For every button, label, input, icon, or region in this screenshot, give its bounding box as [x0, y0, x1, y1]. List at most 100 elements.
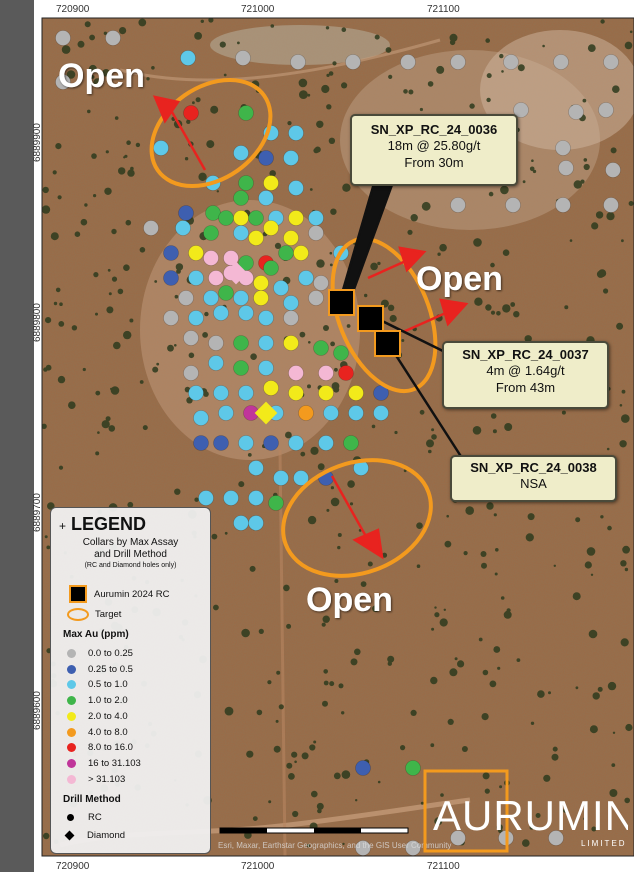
collar-rc-symbol	[355, 760, 371, 776]
collar-rc-symbol	[208, 270, 224, 286]
rc-hole-0036	[328, 289, 355, 316]
legend-class-label: 0.5 to 1.0	[88, 679, 128, 691]
collar-rc-symbol	[263, 220, 279, 236]
collar-rc-symbol	[298, 405, 314, 421]
arrow-ne	[367, 258, 409, 280]
collar-rc-symbol	[203, 290, 219, 306]
top-easting-label: 721000	[241, 4, 275, 15]
legend-class-row: 1.0 to 2.0	[67, 695, 128, 706]
collar-rc-symbol	[213, 305, 229, 321]
collar-rc-symbol	[263, 175, 279, 191]
collar-rc-symbol	[400, 54, 416, 70]
collar-rc-symbol	[348, 385, 364, 401]
collar-rc-symbol	[163, 310, 179, 326]
map-legend: + LEGEND Collars by Max Assay and Drill …	[50, 507, 211, 854]
collar-rc-symbol	[258, 190, 274, 206]
collar-diamond-symbol	[254, 401, 278, 425]
color-dot-icon	[67, 664, 76, 674]
collar-rc-symbol	[238, 435, 254, 451]
legend-aurumin-rc: Aurumin 2024 RC	[69, 585, 170, 603]
collar-rc-symbol	[178, 290, 194, 306]
collar-rc-symbol	[298, 270, 314, 286]
bottom-easting-label: 721000	[241, 861, 275, 872]
collar-rc-symbol	[218, 285, 234, 301]
collar-rc-symbol	[288, 210, 304, 226]
color-dot-icon	[67, 758, 76, 768]
collar-rc-symbol	[313, 275, 329, 291]
legend-subtitle-note: (RC and Diamond holes only)	[84, 562, 177, 569]
legend-class-row: 16 to 31.103	[67, 758, 141, 769]
legend-target: Target	[67, 608, 121, 621]
color-dot-icon	[67, 711, 76, 721]
collar-rc-symbol	[193, 435, 209, 451]
collar-rc-symbol	[253, 275, 269, 291]
arrow-head-icon	[439, 298, 469, 327]
callout-line: 18m @ 25.80g/t	[387, 138, 481, 154]
target-ellipse-nw	[149, 77, 273, 189]
callout-line: NSA	[520, 476, 547, 492]
collar-rc-symbol	[238, 105, 254, 121]
collar-rc-symbol	[203, 250, 219, 266]
collar-rc-symbol	[553, 54, 569, 70]
map-attribution: Esri, Maxar, Earthstar Geographics, and …	[218, 841, 451, 850]
arrow-e	[402, 310, 449, 334]
legend-drill-header: Drill Method	[63, 794, 121, 805]
collar-rc-symbol	[233, 515, 249, 531]
collar-rc-symbol	[313, 340, 329, 356]
legend-class-label: 4.0 to 8.0	[88, 726, 128, 738]
aurumin-logo: AURUMIN LIMITED	[423, 768, 634, 854]
collar-rc-symbol	[233, 290, 249, 306]
left-frame-strip	[0, 0, 34, 872]
open-label-nw: Open	[58, 57, 145, 95]
open-arrows	[152, 95, 469, 560]
targets	[149, 77, 438, 578]
callout-title: SN_XP_RC_24_0037	[462, 347, 589, 362]
color-dot-icon	[67, 696, 76, 706]
collar-rc-symbol	[263, 380, 279, 396]
collar-rc-symbol	[248, 515, 264, 531]
collar-rc-symbol	[288, 435, 304, 451]
collar-rc-symbol	[555, 197, 571, 213]
callout-hole-0036: SN_XP_RC_24_0036 18m @ 25.80g/t From 30m	[350, 114, 518, 186]
color-dot-icon	[67, 649, 76, 658]
color-dot-icon	[67, 680, 76, 690]
collar-rc-symbol	[163, 270, 179, 286]
leader-0038	[386, 342, 464, 459]
collar-rc-symbol	[233, 210, 249, 226]
collar-rc-symbol	[283, 310, 299, 326]
collar-rc-symbol	[193, 410, 209, 426]
collar-rc-symbol	[405, 760, 421, 776]
collar-rc-symbol	[55, 74, 71, 90]
collar-rc-symbol	[213, 385, 229, 401]
callout-line: From 30m	[404, 154, 464, 170]
collar-rc-symbol	[293, 470, 309, 486]
collar-rc-symbol	[218, 210, 234, 226]
collar-rc-symbol	[235, 50, 251, 66]
collar-rc-symbol	[248, 460, 264, 476]
collar-rc-symbol	[273, 470, 289, 486]
collar-rc-symbol	[188, 310, 204, 326]
leader-0037	[371, 314, 446, 354]
collar-rc-symbol	[283, 150, 299, 166]
arrow-nw	[166, 104, 207, 171]
collar-rc-symbol	[263, 435, 279, 451]
collar-rc-symbol	[248, 230, 264, 246]
collar-rc-symbol	[223, 490, 239, 506]
arrow-head-icon	[152, 95, 181, 124]
legend-class-row: 2.0 to 4.0	[67, 711, 128, 722]
collar-rc-symbol	[288, 365, 304, 381]
legend-class-label: 8.0 to 16.0	[88, 742, 133, 754]
legend-rc: RC	[67, 812, 102, 823]
legend-class-row: 8.0 to 16.0	[67, 742, 133, 753]
scale-bar	[219, 827, 409, 834]
legend-class-label: 0.0 to 0.25	[88, 648, 133, 659]
collar-rc-symbol	[333, 345, 349, 361]
collar-rc-symbol	[555, 140, 571, 156]
collar-rc-symbol	[188, 245, 204, 261]
target-ellipse-south	[281, 458, 433, 578]
collar-rc-symbol	[258, 360, 274, 376]
bottom-easting-label: 720900	[56, 861, 90, 872]
legend-title: + LEGEND	[59, 514, 147, 534]
collar-rc-symbol	[373, 405, 389, 421]
